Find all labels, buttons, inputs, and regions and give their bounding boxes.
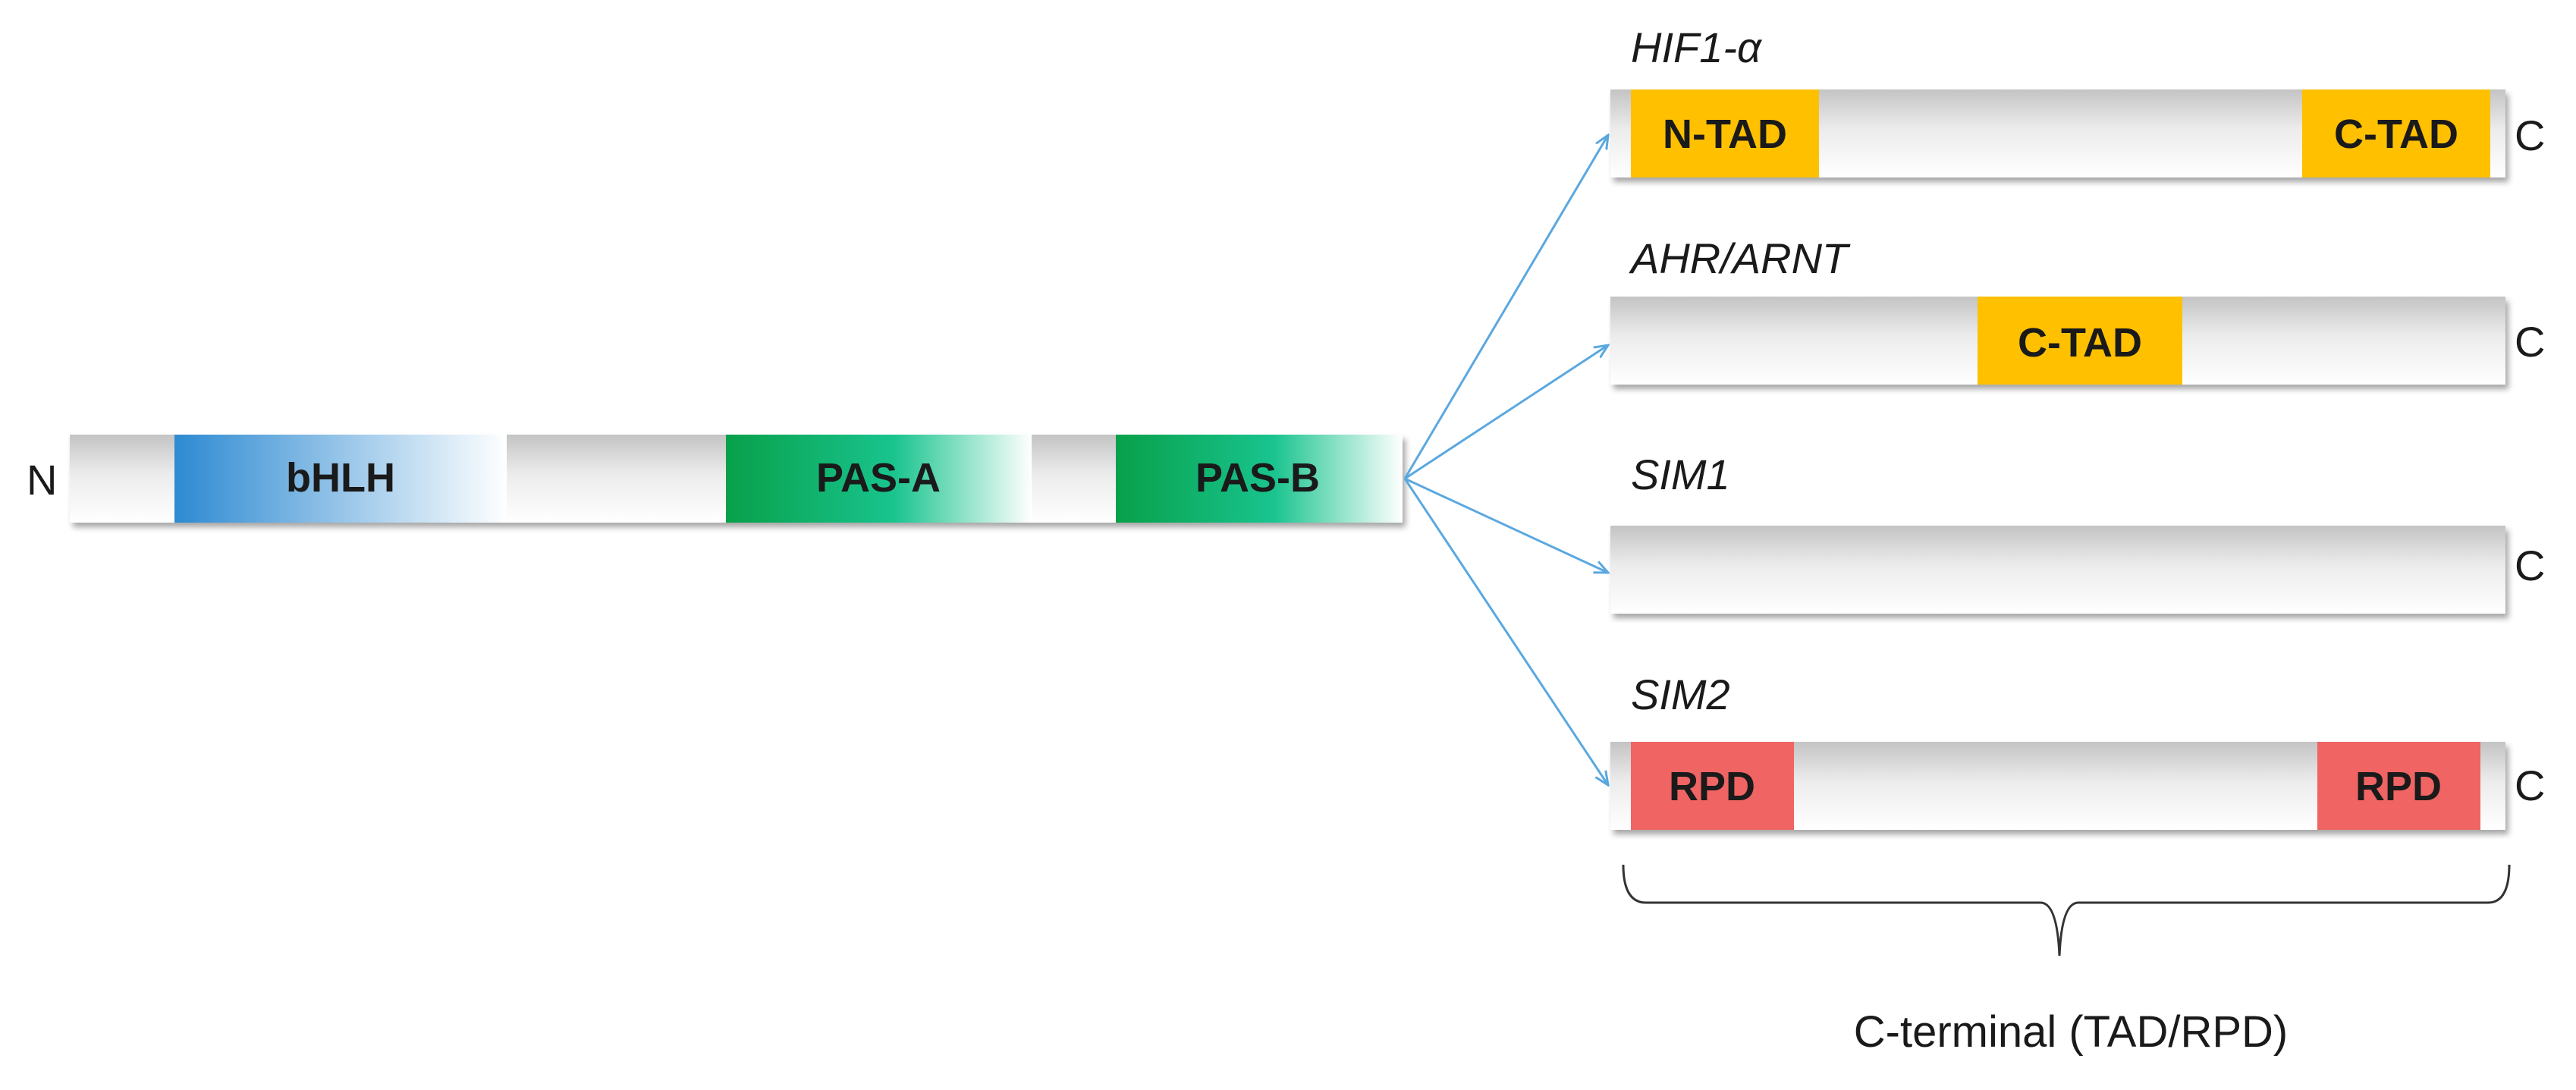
bracket-label: C-terminal (TAD/RPD)	[1854, 1007, 2289, 1057]
pas-a-label: PAS-A	[816, 455, 941, 501]
sim2-rpd-label-1: RPD	[1669, 764, 1755, 809]
pas-b-domain	[1116, 435, 1403, 523]
protein-name-sim1: SIM1	[1631, 451, 1730, 498]
hif1a-n-tad-label: N-TAD	[1663, 112, 1787, 157]
sim2-rpd-domain-2	[2317, 742, 2480, 830]
variant-hif1a: HIF1-α N-TAD C-TAD C	[1610, 24, 2545, 177]
hif1a-c-terminal: C	[2515, 112, 2545, 159]
sim1-c-terminal: C	[2515, 542, 2545, 589]
sim2-rpd-domain-1	[1631, 742, 1794, 830]
curly-bracket	[1622, 864, 2511, 956]
bhlh-label: bHLH	[286, 455, 395, 501]
hif1a-n-tad-domain	[1631, 90, 1819, 177]
arrows	[1403, 135, 1608, 785]
arrow-to-sim2	[1403, 478, 1608, 785]
hif1a-c-tad-domain	[2302, 90, 2490, 177]
pas-b-label: PAS-B	[1195, 455, 1320, 501]
c-terminal-bracket: C-terminal (TAD/RPD)	[1622, 864, 2511, 1057]
sim1-bar	[1610, 526, 2505, 614]
ahr-arnt-c-tad-domain	[1978, 297, 2182, 385]
hif1a-c-tad-label: C-TAD	[2334, 112, 2458, 157]
protein-name-sim2: SIM2	[1631, 671, 1730, 718]
bhlh-domain	[174, 435, 507, 523]
sim2-c-terminal: C	[2515, 762, 2545, 809]
ahr-arnt-c-terminal: C	[2515, 318, 2545, 366]
n-terminal-label: N	[27, 456, 57, 504]
main-protein: N bHLH PAS-A PAS-B	[27, 435, 1403, 523]
variant-sim1: SIM1 C	[1610, 451, 2545, 614]
variant-ahr-arnt: AHR/ARNT C-TAD C	[1610, 234, 2545, 385]
sim2-rpd-label-2: RPD	[2355, 764, 2442, 809]
variant-sim2: SIM2 RPD RPD C	[1610, 671, 2545, 830]
protein-name-hif1a: HIF1-α	[1631, 24, 1763, 71]
arrow-to-ahr-arnt	[1404, 345, 1608, 480]
arrow-to-sim1	[1404, 477, 1608, 573]
protein-name-ahr-arnt: AHR/ARNT	[1629, 234, 1851, 282]
arrow-to-hif1a	[1403, 135, 1608, 479]
ahr-arnt-c-tad-label: C-TAD	[2018, 320, 2142, 366]
pas-a-domain	[726, 435, 1032, 523]
